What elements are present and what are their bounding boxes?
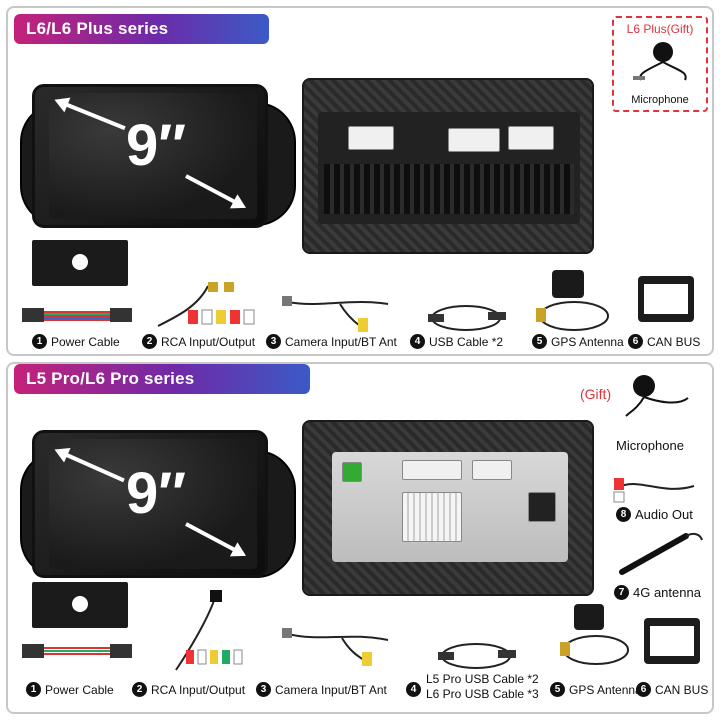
gps-antenna-image	[560, 604, 629, 665]
microphone-icon	[633, 42, 687, 81]
pro-microphone-label: Microphone	[616, 438, 684, 453]
l6-screen-size-label: 9″	[126, 113, 187, 178]
power-cable-bracket-image	[32, 582, 128, 628]
can-bus-image	[644, 618, 700, 664]
l6-series-banner: L6/L6 Plus series accessories	[14, 14, 269, 68]
gps-antenna-image	[536, 270, 609, 331]
usb-cable-image	[428, 305, 506, 331]
microphone-icon	[625, 375, 689, 417]
camera-cable-image	[282, 296, 389, 332]
l6-plus-gift-box: L6 Plus(Gift) Microphone	[612, 16, 708, 112]
l6-head-unit-back	[302, 78, 594, 254]
pro-series-banner: L5 Pro/L6 Pro series accessories	[14, 364, 310, 418]
rca-cable-image	[157, 282, 255, 327]
audio-out-cable-image	[613, 478, 695, 503]
camera-cable-image	[282, 628, 389, 666]
pro-head-unit-back	[302, 420, 594, 596]
can-bus-image	[638, 276, 694, 322]
l6-plus-gift-title: L6 Plus(Gift)	[626, 22, 694, 36]
power-cable-image	[22, 644, 132, 658]
pro-gift-tag: (Gift)	[580, 386, 612, 402]
l6-plus-gift-item: Microphone	[631, 94, 689, 106]
bottom-item-usb: 4 L5 Pro USB Cable *2 L6 Pro USB Cable *…	[406, 672, 539, 702]
l5-pro-usb-label: L5 Pro USB Cable *2	[426, 672, 539, 686]
power-cable-bracket-image	[32, 240, 128, 286]
4g-antenna-image	[619, 532, 703, 575]
pro-accessories-panel: L5 Pro/L6 Pro series accessories 9″ (Gif…	[6, 362, 714, 714]
usb-cable-image	[438, 643, 516, 669]
l6-pro-usb-label: L6 Pro USB Cable *3	[426, 687, 539, 701]
rca-cable-image	[175, 590, 243, 671]
l6-accessories-panel: L6/L6 Plus series accessories 9″ L6 Plus…	[6, 6, 714, 356]
power-cable-image	[22, 308, 132, 322]
pro-screen-size-label: 9″	[126, 461, 187, 526]
